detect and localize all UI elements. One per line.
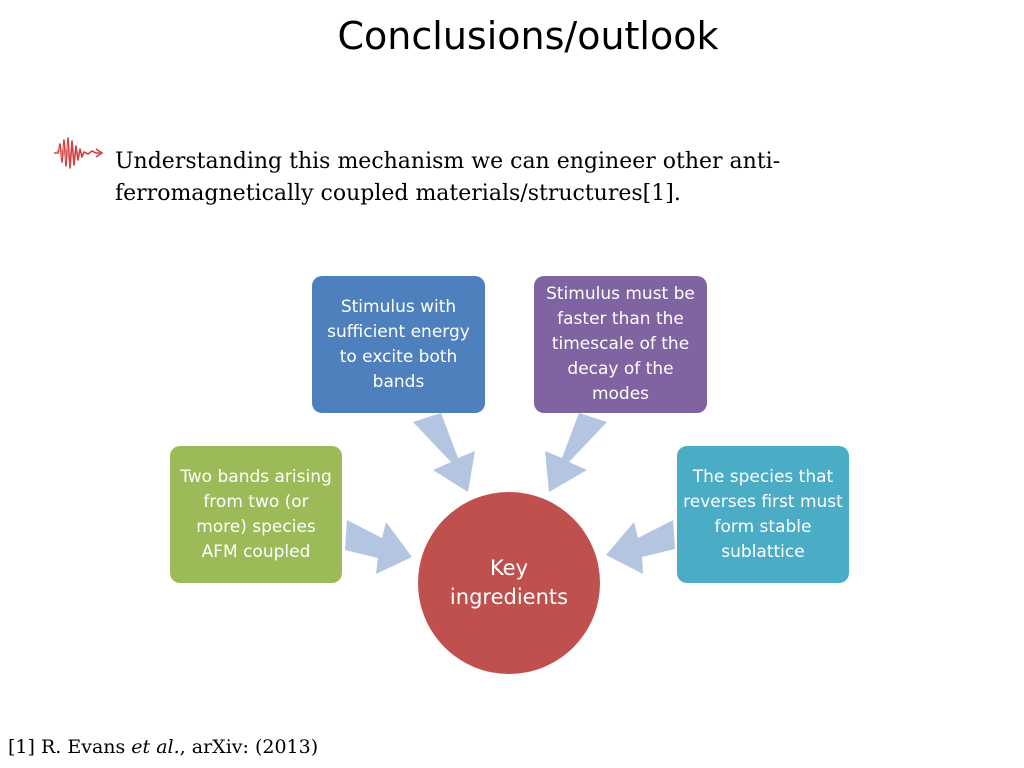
footnote-prefix: [1] R. Evans bbox=[8, 736, 132, 758]
arrow-from-green bbox=[345, 520, 412, 574]
arrow-from-purple bbox=[545, 413, 607, 492]
node-stimulus-speed: Stimulus must be faster than the timesca… bbox=[534, 276, 707, 413]
node-two-bands: Two bands arising from two (or more) spe… bbox=[170, 446, 342, 583]
node-stimulus-energy: Stimulus with sufficient energy to excit… bbox=[312, 276, 485, 413]
footnote-suffix: , arXiv: (2013) bbox=[179, 736, 319, 758]
footnote: [1] R. Evans et al., arXiv: (2013) bbox=[8, 736, 318, 758]
arrow-from-cyan bbox=[606, 520, 675, 574]
arrow-from-blue bbox=[413, 413, 475, 492]
center-label: Key ingredients bbox=[449, 556, 569, 609]
footnote-italic: et al. bbox=[131, 736, 180, 758]
node-stable-sublattice: The species that reverses first must for… bbox=[677, 446, 849, 583]
center-key-ingredients: Key ingredients bbox=[418, 492, 600, 674]
slide-title: Conclusions/outlook bbox=[337, 14, 719, 58]
bullet-text: Understanding this mechanism we can engi… bbox=[115, 149, 781, 206]
sound-wave-icon bbox=[54, 137, 104, 169]
